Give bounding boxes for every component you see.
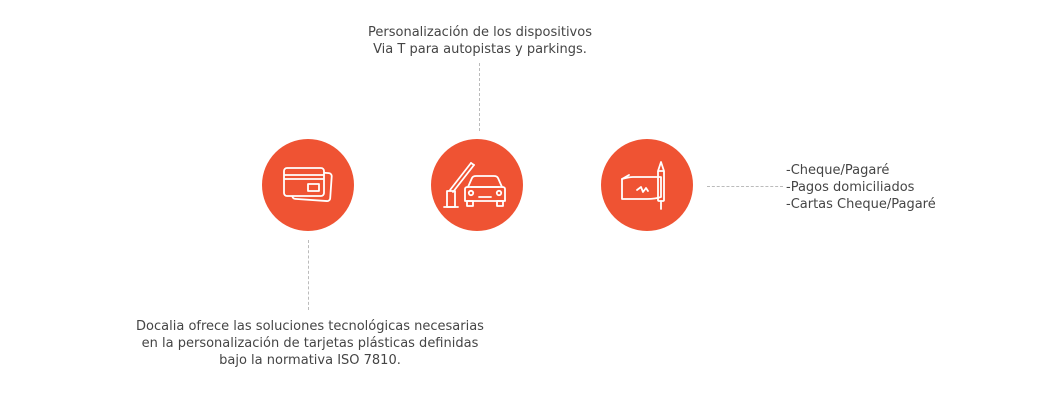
via-t-line-1: Personalización de los dispositivos [368, 25, 592, 40]
connector-bottom [308, 240, 309, 310]
card-line-1: Docalia ofrece las soluciones tecnológic… [136, 319, 484, 334]
credit-card-icon [283, 167, 333, 202]
card-description: Docalia ofrece las soluciones tecnológic… [110, 318, 510, 369]
cheque-list: -Cheque/Pagaré -Pagos domiciliados -Cart… [786, 162, 986, 213]
connector-right [707, 186, 783, 187]
car-node [431, 139, 523, 231]
car-barrier-icon [443, 162, 506, 208]
via-t-line-2: Via T para autopistas y parkings. [373, 42, 587, 57]
cheque-list-item: -Cheque/Pagaré [786, 163, 890, 178]
card-node [262, 139, 354, 231]
connector-top [479, 63, 480, 131]
card-line-2: en la personalización de tarjetas plásti… [141, 336, 479, 351]
cheque-list-item: -Cartas Cheque/Pagaré [786, 197, 936, 212]
via-t-description: Personalización de los dispositivos Via … [330, 24, 630, 58]
cheque-list-item: -Pagos domiciliados [786, 180, 915, 195]
card-line-3: bajo la normativa ISO 7810. [219, 353, 401, 368]
cheque-pen-icon [621, 161, 665, 210]
cheque-node [601, 139, 693, 231]
